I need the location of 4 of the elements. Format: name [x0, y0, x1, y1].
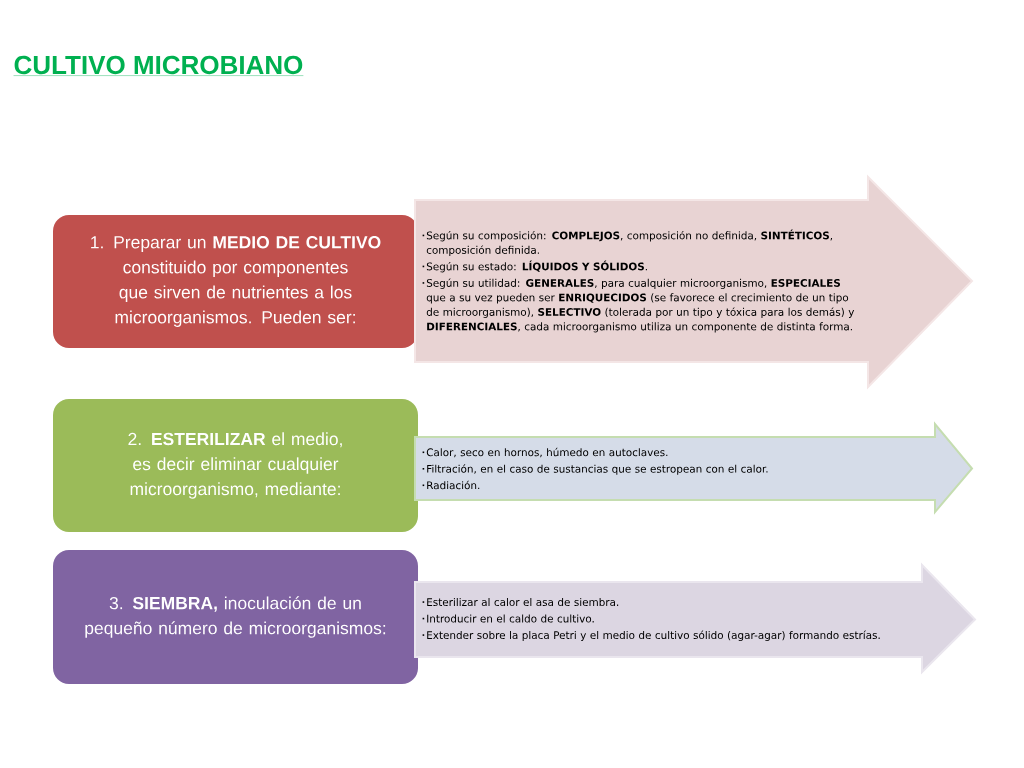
step-box: 2. ESTERILIZAR el medio, es decir eliminar cualquier microorganismo, mediante:	[53, 399, 418, 532]
title: CULTIVO MICROBIANO	[13, 55, 304, 76]
step-box: 1. Preparar un MEDIO DE CULTIVO constituido por componentes que sirven de nutrientes a los microorganismos. Pueden ser:	[53, 215, 418, 348]
step-box: 3. SIEMBRA, inoculación de un pequeño número de microorganismos:	[53, 550, 418, 684]
